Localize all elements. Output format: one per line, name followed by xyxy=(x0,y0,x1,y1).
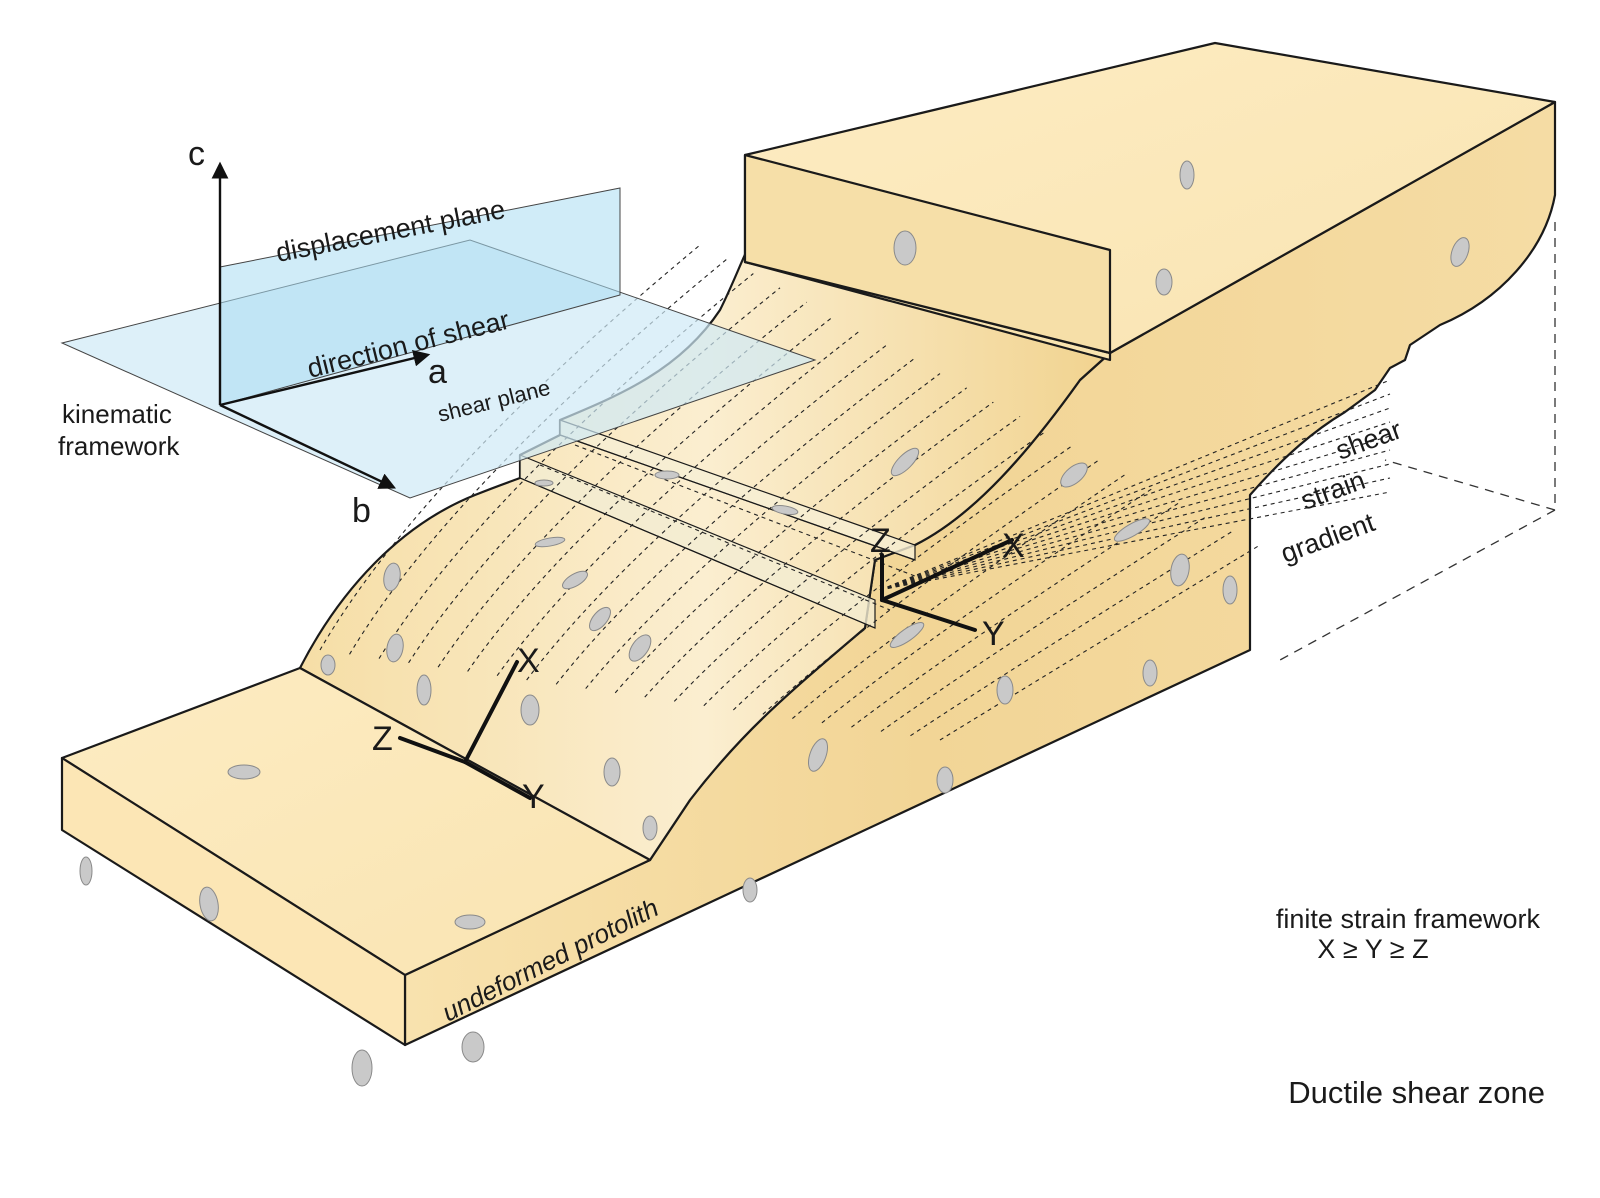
figure-caption: Ductile shear zone xyxy=(1288,1075,1545,1110)
porphyroclast xyxy=(79,856,93,886)
porphyroclast xyxy=(562,570,588,590)
foliation-trace xyxy=(644,401,994,698)
porphyroclast xyxy=(642,815,658,841)
porphyroclast xyxy=(1179,160,1195,190)
foliation-trace xyxy=(585,373,941,689)
porphyroclast xyxy=(628,634,652,662)
foliation-trace xyxy=(792,473,1127,719)
porphyroclast xyxy=(1450,237,1470,267)
upper-block-riser xyxy=(743,153,1112,355)
gradient-trace xyxy=(879,477,1391,591)
porphyroclast xyxy=(807,738,829,772)
porphyroclast xyxy=(534,479,554,487)
upper-z-label: Z xyxy=(870,522,891,560)
porphyroclast xyxy=(520,694,540,726)
upper-x-axis xyxy=(880,538,1014,602)
a-axis xyxy=(219,349,431,407)
porphyroclast xyxy=(742,877,758,903)
foliation-trace xyxy=(555,358,914,685)
porphyroclast xyxy=(454,914,486,930)
porphyroclast xyxy=(603,757,621,787)
foliation-trace xyxy=(378,273,754,659)
strain-axes-lower xyxy=(398,660,532,800)
porphyroclast xyxy=(1222,575,1238,605)
lower-x-label: X xyxy=(517,642,540,680)
porphyroclast xyxy=(227,764,261,780)
porphyroclast xyxy=(589,606,611,632)
porphyroclast xyxy=(1155,268,1173,296)
strain-axes-upper xyxy=(880,538,1014,632)
finite-strain-title: finite strain framework xyxy=(1276,904,1541,934)
axis-b-label: b xyxy=(352,492,371,530)
gradient-label-3: gradient xyxy=(1277,507,1379,569)
porphyroclast xyxy=(534,536,566,548)
foliation-trace xyxy=(910,530,1234,737)
foliation-trace xyxy=(673,415,1021,702)
finite-strain-relation: X ≥ Y ≥ Z xyxy=(1317,934,1428,964)
porphyroclast xyxy=(386,633,404,663)
porphyroclasts xyxy=(79,160,1470,1087)
porphyroclast xyxy=(383,562,401,592)
porphyroclast xyxy=(1142,659,1158,687)
porphyroclast xyxy=(1060,462,1088,488)
axis-c-label: c xyxy=(188,135,205,173)
gradient-trace xyxy=(879,379,1391,591)
porphyroclast xyxy=(889,622,925,648)
kinematic-label-1: kinematic xyxy=(62,399,172,429)
gradient-trace xyxy=(879,435,1391,591)
lower-y-axis xyxy=(463,760,532,800)
porphyroclast xyxy=(351,1049,373,1087)
slab-edge-5 xyxy=(574,444,921,579)
kinematic-framework xyxy=(60,161,817,499)
foliation-trace xyxy=(467,315,834,672)
lower-x-axis xyxy=(463,660,519,764)
upper-y-axis xyxy=(880,598,977,632)
rock-block xyxy=(60,41,1557,1047)
foliation-traces xyxy=(319,244,1391,741)
foliation-trace xyxy=(526,344,888,681)
foliation-trace xyxy=(732,444,1074,711)
porphyroclast xyxy=(320,654,336,676)
porphyroclast xyxy=(1170,553,1190,587)
foliation-trace xyxy=(762,458,1101,715)
lower-z-axis xyxy=(398,736,467,764)
porphyroclast xyxy=(416,674,432,706)
porphyroclast xyxy=(461,1031,485,1063)
gradient-trace xyxy=(879,491,1391,591)
foliation-trace xyxy=(821,487,1154,724)
b-axis xyxy=(219,403,397,489)
foliation-trace xyxy=(614,387,967,694)
foliation-trace xyxy=(349,258,728,655)
foliation-trace xyxy=(496,330,861,677)
foliation-trace xyxy=(703,430,1047,707)
porphyroclast xyxy=(654,470,680,480)
strain-gradient-box xyxy=(1279,222,1556,661)
foliation-trace xyxy=(319,244,701,651)
gradient-label-1: shear xyxy=(1332,414,1406,465)
porphyroclast xyxy=(199,886,219,922)
lower-y-label: Y xyxy=(522,778,545,816)
porphyroclast xyxy=(936,766,954,794)
upper-y-label: Y xyxy=(982,615,1005,653)
axis-a-label: a xyxy=(428,353,447,391)
porphyroclast xyxy=(893,230,917,266)
lower-block-front xyxy=(60,756,407,1047)
porphyroclast xyxy=(771,504,799,516)
lower-z-label: Z xyxy=(372,720,393,758)
slab-edge-4 xyxy=(539,464,891,611)
porphyroclast xyxy=(890,447,920,477)
slab-edge-3 xyxy=(519,477,876,629)
gradient-trace xyxy=(879,393,1391,591)
foliation-trace xyxy=(408,287,781,664)
porphyroclast xyxy=(1113,518,1151,542)
kinematic-label-2: framework xyxy=(58,431,180,461)
gradient-trace xyxy=(879,449,1391,591)
porphyroclast xyxy=(996,675,1014,705)
upper-x-label: X xyxy=(1002,527,1025,565)
